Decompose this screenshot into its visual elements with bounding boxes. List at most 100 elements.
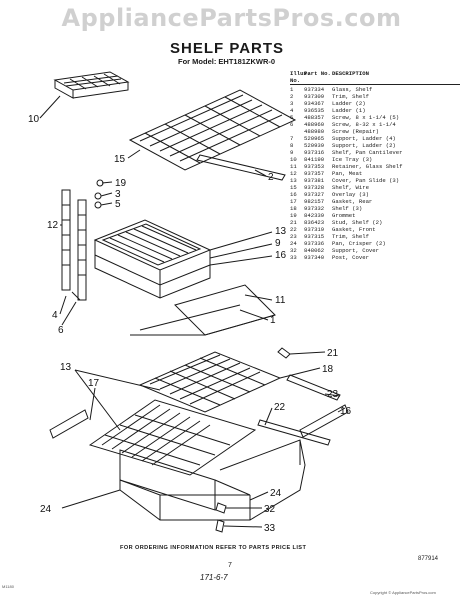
part-no-cell: 937328 xyxy=(304,184,325,191)
illus-no-cell: 21 xyxy=(290,219,297,226)
corner-code: M1180 xyxy=(2,584,14,589)
callout-32: 32 xyxy=(264,504,276,515)
crisper-cover-part xyxy=(88,399,257,476)
callout-3: 3 xyxy=(115,189,121,200)
trim-bar-part xyxy=(257,374,341,446)
description-cell: Overlay (3) xyxy=(332,191,369,198)
description-cell: Shelf, Pan Cantilever xyxy=(332,149,403,156)
part-no-cell: 937319 xyxy=(304,226,325,233)
description-cell: Pan, Crisper (2) xyxy=(332,240,386,247)
part-no-cell: 936535 xyxy=(304,107,325,114)
part-no-cell: 520965 xyxy=(304,135,325,142)
illus-no-cell: 12 xyxy=(290,170,297,177)
part-no-cell: 937353 xyxy=(304,163,325,170)
part-no-cell: 937334 xyxy=(304,86,325,93)
shelf-stud-part xyxy=(277,347,291,359)
meat-pan-part xyxy=(93,219,212,299)
illus-no-cell: 4 xyxy=(290,107,294,114)
callout-24-left: 24 xyxy=(40,504,52,515)
front-gasket-part xyxy=(299,404,349,438)
description-cell: Trim, Shelf xyxy=(332,233,369,240)
callout-21: 21 xyxy=(327,348,339,359)
illus-no-cell: 8 xyxy=(290,142,294,149)
rear-gasket-part xyxy=(49,409,89,439)
description-cell: Gasket, Rear xyxy=(332,198,373,205)
part-no-cell: 836423 xyxy=(304,219,325,226)
top-glass-shelf-part xyxy=(128,89,297,171)
part-no-cell: 488980 xyxy=(304,128,325,135)
callout-10: 10 xyxy=(28,114,40,125)
callout-24-right: 24 xyxy=(270,488,282,499)
part-no-cell: 937381 xyxy=(304,177,325,184)
illus-no-cell: 22 xyxy=(290,226,297,233)
middle-glass-shelf-part xyxy=(130,284,276,336)
header-description: DESCRIPTION xyxy=(332,70,369,77)
illus-no-cell: 16 xyxy=(290,191,297,198)
callout-5: 5 xyxy=(115,199,121,210)
description-cell: Shelf (3) xyxy=(332,205,363,212)
callout-16-lower: 16 xyxy=(340,406,352,417)
table-row: 32 848062 Support, Cover xyxy=(290,247,460,254)
callout-1: 1 xyxy=(270,315,276,326)
part-no-cell: 982157 xyxy=(304,198,325,205)
illus-no-cell: 23 xyxy=(290,233,297,240)
part-no-cell: 937327 xyxy=(304,191,325,198)
description-cell: Support, Cover xyxy=(332,247,379,254)
callout-12: 12 xyxy=(47,220,59,231)
description-cell: Cover, Pan Slide (3) xyxy=(332,177,400,184)
description-cell: Screw, 8-32 x 1-1/4 xyxy=(332,121,396,128)
crisper-pan-part xyxy=(119,439,306,521)
illus-no-cell: 10 xyxy=(290,156,297,163)
illus-no-cell: 32 xyxy=(290,247,297,254)
cover-support-part xyxy=(215,502,227,533)
description-cell: Retainer, Glass Shelf xyxy=(332,163,403,170)
table-row: 22 937319 Gasket, Front xyxy=(290,226,460,233)
header-part-no: Part No. xyxy=(304,70,331,77)
callout-22: 22 xyxy=(274,402,286,413)
figure-number: 877914 xyxy=(418,556,439,562)
screw-parts xyxy=(71,179,104,301)
part-no-cell: 848062 xyxy=(304,247,325,254)
part-no-cell: 937332 xyxy=(304,205,325,212)
description-cell: Glass, Shelf xyxy=(332,86,373,93)
description-cell: Screw (Repair) xyxy=(332,128,379,135)
callout-17: 17 xyxy=(88,378,100,389)
part-no-cell: 488357 xyxy=(304,114,325,121)
callout-13-lower: 13 xyxy=(60,362,72,373)
description-cell: Pan, Meat xyxy=(332,170,363,177)
description-cell: Grommet xyxy=(332,212,356,219)
table-row: 16 937327 Overlay (3) xyxy=(290,191,460,198)
description-cell: Support, Ladder (4) xyxy=(332,135,396,142)
table-row: 17 982157 Gasket, Rear xyxy=(290,198,460,205)
part-no-cell: 937315 xyxy=(304,233,325,240)
callout-13: 13 xyxy=(275,226,287,237)
description-cell: Gasket, Front xyxy=(332,226,376,233)
description-cell: Screw, 8 x 1-1/4 (5) xyxy=(332,114,400,121)
callout-23: 23 xyxy=(327,389,339,400)
callout-leader-lines xyxy=(39,95,346,528)
illus-no-cell: 17 xyxy=(290,198,297,205)
description-cell: Trim, Shelf xyxy=(332,93,369,100)
description-cell: Ladder (1) xyxy=(332,107,366,114)
ordering-note: FOR ORDERING INFORMATION REFER TO PARTS … xyxy=(120,545,307,551)
callout-15: 15 xyxy=(114,154,126,165)
illus-no-cell: 18 xyxy=(290,205,297,212)
illus-no-cell: 6 xyxy=(290,121,294,128)
part-no-cell: 937309 xyxy=(304,93,325,100)
callout-6: 6 xyxy=(58,325,64,336)
callout-4: 4 xyxy=(52,310,58,321)
table-row: 488980 Screw (Repair) xyxy=(290,128,460,135)
